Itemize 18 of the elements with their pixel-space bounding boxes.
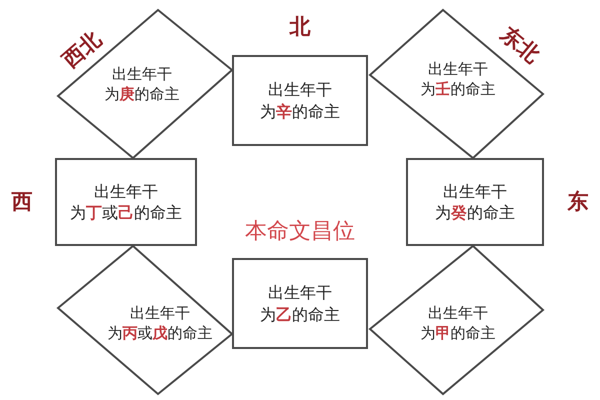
direction-label: 西北 [59, 28, 105, 72]
node-text: 出生年干为庚的命主 [104, 65, 180, 105]
node-text: 出生年干为甲的命主 [420, 304, 496, 344]
direction-label: 北 [290, 16, 310, 38]
node-text: 出生年干为乙的命主 [259, 282, 341, 325]
position-box [55, 158, 197, 246]
position-box [232, 258, 368, 349]
position-box [232, 55, 368, 146]
node-text: 出生年干为丁或己的命主 [69, 180, 183, 224]
node-text: 出生年干为丙或戊的命主 [106, 304, 214, 344]
center-heading: 本命文昌位 [245, 220, 355, 244]
direction-label: 东 [568, 192, 588, 212]
node-text: 出生年干为癸的命主 [434, 180, 516, 224]
position-box [406, 158, 544, 246]
direction-label: 东北 [497, 23, 543, 67]
node-text: 出生年干为辛的命主 [259, 79, 341, 122]
node-text: 出生年干为壬的命主 [420, 60, 496, 100]
direction-label: 西 [12, 192, 32, 212]
